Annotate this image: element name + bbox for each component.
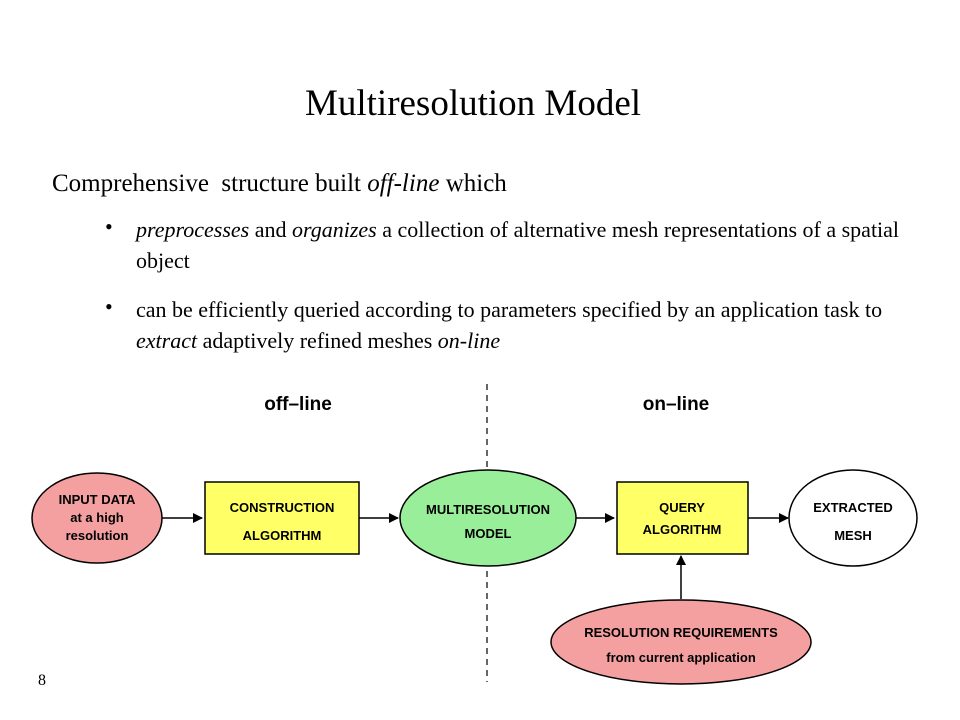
section-offline-label: off–line (264, 394, 332, 415)
intro-prefix: Comprehensive structure built (52, 170, 368, 197)
bullet-item-query: can be efficiently queried according to … (136, 294, 916, 356)
bullet-marker: • (105, 214, 113, 239)
node-multiresolution-model: MULTIRESOLUTION MODEL (399, 469, 577, 567)
bullet-part: a collection of alternative mesh represe… (136, 217, 900, 273)
node-query-algorithm: QUERY ALGORITHM (616, 481, 749, 555)
requirements-label-1: RESOLUTION REQUIREMENTS (584, 625, 778, 640)
node-resolution-requirements: RESOLUTION REQUIREMENTS from current app… (550, 599, 812, 685)
node-input-data: INPUT DATA at a high resolution (31, 472, 163, 564)
bullet-part: and (249, 217, 292, 242)
bullet-part: on-line (437, 328, 501, 353)
query-label-2: ALGORITHM (643, 522, 722, 537)
slide-title: Multiresolution Model (304, 83, 642, 124)
query-shape (616, 481, 749, 555)
requirements-shape (550, 599, 812, 685)
model-label-2: MODEL (465, 526, 512, 541)
input-data-shape (31, 472, 163, 564)
input-data-label-1: INPUT DATA (59, 492, 136, 507)
intro-text: Comprehensive structure built off-line w… (52, 170, 507, 198)
bullet-part: organizes (292, 217, 377, 242)
bullet-item-preprocess: preprocesses and organizes a collection … (136, 214, 916, 276)
construction-label-1: CONSTRUCTION (230, 500, 335, 515)
model-label-1: MULTIRESOLUTION (426, 502, 550, 517)
extracted-shape (788, 469, 918, 567)
requirements-label-2: from current application (606, 650, 756, 665)
extracted-label-2: MESH (834, 528, 872, 543)
node-extracted-mesh: EXTRACTED MESH (788, 469, 918, 567)
bullet-part: preprocesses (136, 217, 250, 242)
model-shape (399, 469, 577, 567)
node-construction-algorithm: CONSTRUCTION ALGORITHM (204, 481, 360, 555)
construction-shape (204, 481, 360, 555)
construction-label-2: ALGORITHM (243, 528, 322, 543)
intro-suffix: which (439, 170, 507, 197)
page-number: 8 (38, 672, 46, 689)
bullet-marker: • (105, 294, 113, 319)
extracted-label-1: EXTRACTED (813, 500, 892, 515)
section-online-label: on–line (643, 394, 710, 415)
bullet-part: can be efficiently queried according to … (136, 297, 883, 322)
input-data-label-2: at a high (70, 510, 124, 525)
query-label-1: QUERY (659, 500, 705, 515)
bullet-part: adaptively refined meshes (197, 328, 438, 353)
bullet-part: extract (136, 328, 198, 353)
input-data-label-3: resolution (66, 528, 129, 543)
intro-emphasis: off-line (367, 170, 440, 197)
